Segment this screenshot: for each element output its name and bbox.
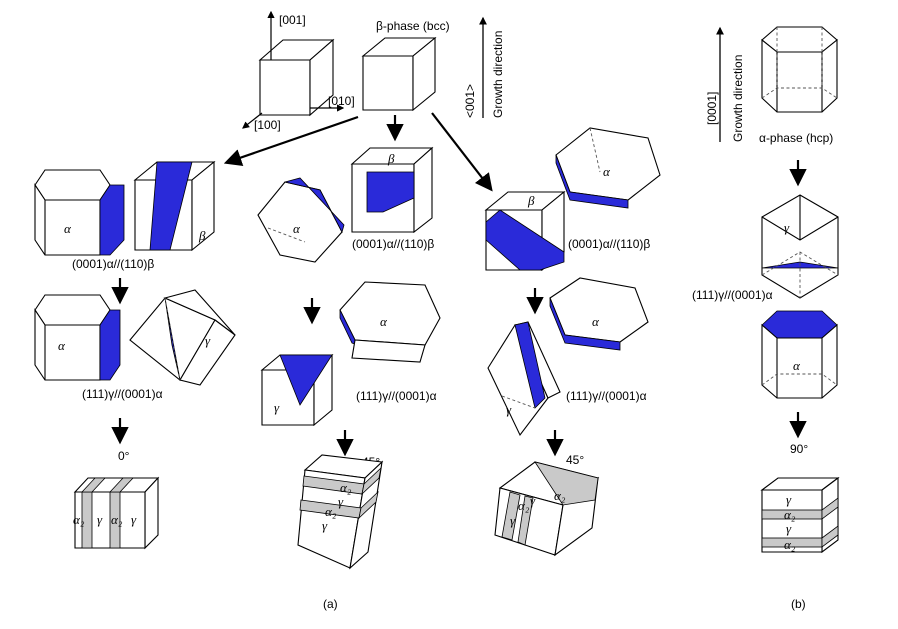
phase-alpha-b: α: [793, 358, 801, 373]
lamellar-block-1: [73, 476, 160, 550]
relation-gamma-alpha-b: (111)γ//(0001)α: [692, 288, 773, 302]
relation-alpha-beta-2: (0001)α//(110)β: [352, 237, 434, 251]
lamella-3-0: α₂: [518, 498, 530, 513]
lamellar-block-b: [760, 476, 840, 554]
relation-gamma-alpha-3: (111)γ//(0001)α: [566, 389, 647, 403]
bcc-cube-1: [133, 160, 216, 252]
phase-gamma-2: γ: [274, 400, 280, 415]
relation-alpha-beta-3: (0001)α//(110)β: [568, 237, 650, 251]
lamella-2-0: α₂: [340, 480, 352, 495]
lamellar-block-2: [297, 454, 384, 570]
phase-alpha-3b: α: [592, 314, 600, 329]
fcc-cube-b: [761, 194, 839, 299]
lamella-3-3: γ: [510, 513, 516, 528]
relation-gamma-alpha-2: (111)γ//(0001)α: [356, 389, 437, 403]
phase-gamma-b: γ: [784, 220, 790, 235]
lamella-2-1: γ: [338, 494, 344, 509]
panel-label-b: (b): [791, 597, 806, 611]
hcp-prism-3: [555, 127, 661, 209]
growth-alpha-label: Growth direction: [731, 55, 745, 142]
phase-alpha-1b: α: [58, 338, 66, 353]
growth-beta-label: Growth direction: [491, 31, 505, 118]
phase-gamma-3: γ: [506, 402, 512, 417]
lamella-1-1: γ: [97, 512, 103, 527]
axis-y-label: [100]: [254, 118, 281, 132]
growth-alpha-direction: [0001]: [705, 92, 719, 125]
bcc-cube-2: [350, 146, 434, 234]
panel-label-a: (a): [323, 597, 338, 611]
phase-beta-1: β: [198, 228, 206, 243]
phase-gamma-1: γ: [205, 333, 211, 348]
beta-cube: [361, 36, 437, 112]
phase-alpha-1: α: [64, 221, 72, 236]
lamella-1-3: γ: [131, 512, 137, 527]
beta-phase-label: β-phase (bcc): [376, 19, 450, 33]
alpha-phase-label: α-phase (hcp): [759, 131, 833, 145]
arrow-to-variant-3: [431, 112, 493, 192]
hcp-prism-b: [761, 26, 838, 113]
arrow-to-variant-1: [223, 115, 359, 166]
fcc-cube-3: [487, 321, 561, 437]
lamella-1-0: α₂: [73, 512, 85, 527]
phase-alpha-2: α: [293, 221, 301, 236]
hcp-prism-2b: [339, 281, 441, 363]
hcp-prism-1: [34, 169, 125, 256]
relation-alpha-beta-1: (0001)α//(110)β: [72, 257, 154, 271]
lamella-2-3: γ: [322, 518, 328, 533]
angle-45-2: 45°: [566, 453, 584, 467]
lamella-3-2: α₂: [554, 488, 566, 503]
relation-gamma-alpha-1: (111)γ//(0001)α: [82, 387, 163, 401]
lamella-b-1: α₂: [784, 507, 796, 522]
axis-z-label: [001]: [279, 13, 306, 27]
hcp-prism-2: [257, 177, 345, 263]
lamella-3-1: γ: [530, 493, 536, 508]
phase-beta-3: β: [527, 193, 535, 208]
fcc-cube-1: [129, 289, 236, 386]
hcp-prism-3b: [549, 277, 649, 351]
phase-alpha-3: α: [603, 164, 611, 179]
axis-x-label: [010]: [328, 94, 355, 108]
phase-beta-2: β: [387, 151, 395, 166]
lamella-2-2: α₂: [325, 504, 337, 519]
hcp-prism-1b: [34, 294, 121, 381]
hcp-prism-b2: [761, 310, 838, 399]
angle-0: 0°: [118, 449, 130, 463]
bcc-cube-3: [484, 190, 566, 272]
lamella-b-2: γ: [786, 521, 792, 536]
angle-90: 90°: [790, 442, 808, 456]
lamella-b-3: α₂: [784, 537, 796, 552]
lamella-b-0: γ: [786, 492, 792, 507]
lamellar-block-3: [494, 461, 600, 557]
growth-beta-direction: <001>: [463, 84, 477, 118]
phase-alpha-2b: α: [380, 314, 388, 329]
lamella-1-2: α₂: [111, 512, 123, 527]
axis-cube: [242, 10, 345, 129]
fcc-cube-2: [260, 353, 334, 427]
